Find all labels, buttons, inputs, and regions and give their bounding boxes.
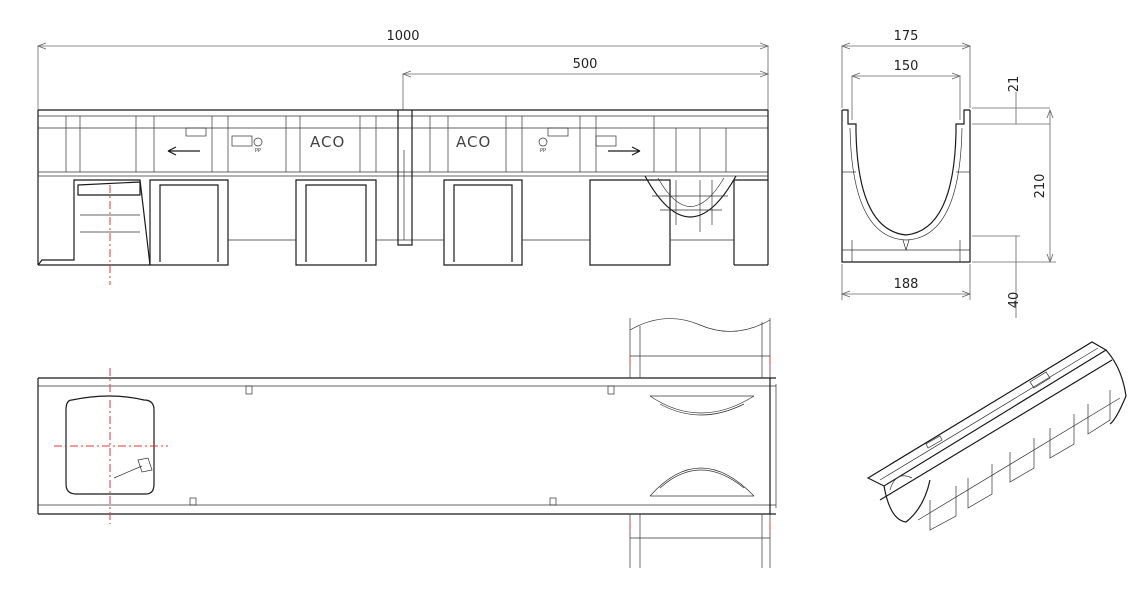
dimension-outer-width: 175 <box>840 29 972 108</box>
cross-section-view: 175 150 188 <box>840 29 1056 318</box>
break-line-top <box>629 318 771 378</box>
dimension-label-foot-height: 40 <box>1007 292 1022 309</box>
dimension-foot-height: 40 <box>972 235 1022 318</box>
label-plate <box>185 127 617 147</box>
material-marking-2: PP <box>540 148 546 154</box>
dimension-label-outer-width: 175 <box>894 29 919 44</box>
dimension-top-offset: 21 <box>972 76 1050 125</box>
dimension-label-total-length: 1000 <box>386 29 419 44</box>
dimension-base-width: 188 <box>840 264 972 300</box>
dimension-label-top-offset: 21 <box>1007 76 1022 93</box>
material-marking-1: PP <box>255 148 261 154</box>
dimension-label-inner-width: 150 <box>894 59 919 74</box>
dimension-inner-width: 150 <box>850 59 962 120</box>
dimension-label-half-length: 500 <box>573 57 598 72</box>
brand-marking-2: ACO <box>456 133 491 151</box>
dimension-height: 210 <box>972 108 1056 264</box>
recycle-icon <box>253 137 548 147</box>
plan-view <box>37 318 777 568</box>
channel-cross-section <box>841 109 971 263</box>
side-elevation-view: 1000 500 <box>36 29 770 285</box>
break-line-bottom <box>629 514 771 568</box>
dimension-half-length: 500 <box>401 57 770 110</box>
outlet-knockout <box>65 395 155 495</box>
dimension-total-length: 1000 <box>36 29 770 110</box>
dimension-label-base-width: 188 <box>894 277 919 292</box>
brand-marking-1: ACO <box>310 133 345 151</box>
dimension-label-height: 210 <box>1033 174 1048 199</box>
isometric-view <box>866 341 1127 531</box>
end-cap-plan <box>649 395 755 497</box>
isometric-feet <box>929 390 1111 531</box>
channel-side-body <box>37 109 769 266</box>
hammer-icon <box>113 457 153 479</box>
